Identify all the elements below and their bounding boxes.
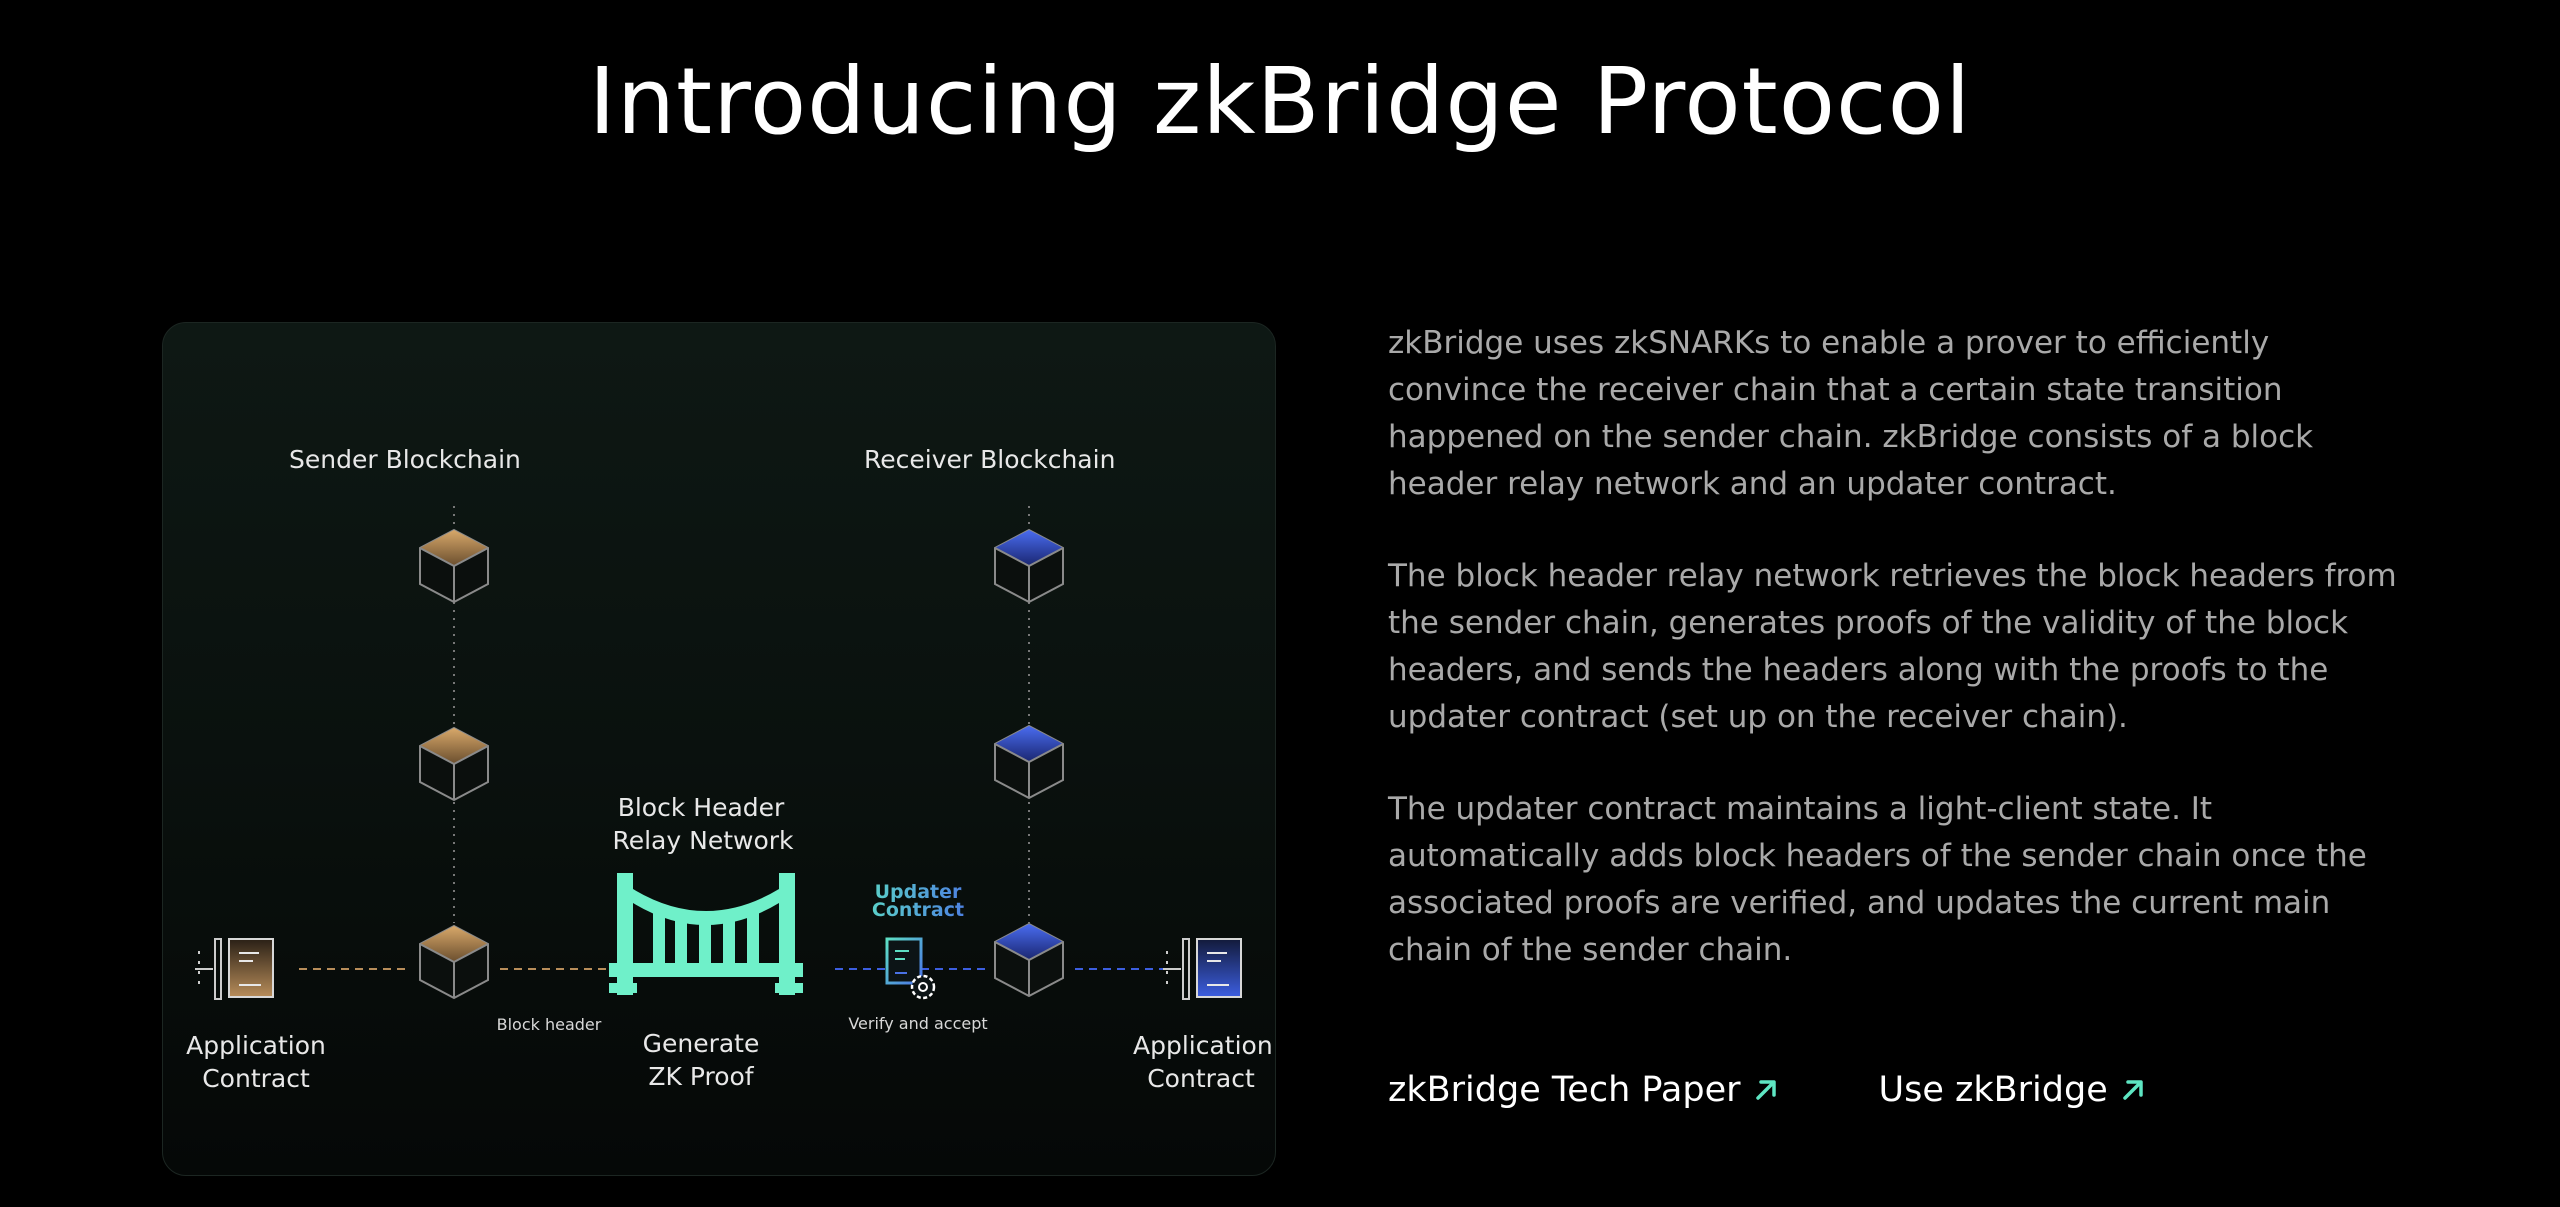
sender-block-cube-1: [419, 528, 489, 604]
relay-network-label-line1: Block Header: [617, 793, 785, 822]
receiver-block-cube-2: [994, 724, 1064, 800]
verify-accept-label: Verify and accept: [848, 1014, 988, 1033]
app-contract-left-label-line2: Contract: [202, 1064, 310, 1093]
arrow-up-right-icon: [2123, 1080, 2143, 1100]
description-paragraph-3: The updater contract maintains a light-c…: [1388, 791, 2367, 968]
tech-paper-link-label: zkBridge Tech Paper: [1388, 1070, 1741, 1110]
app-contract-right-icon: [1163, 938, 1242, 1000]
protocol-diagram: Sender Blockchain Receiver Blockchain Bl…: [162, 322, 1276, 1176]
sender-block-cube-3: [419, 924, 489, 1000]
updater-contract-icon: [885, 937, 936, 1000]
links-row: zkBridge Tech Paper Use zkBridge: [1388, 1070, 2146, 1110]
sender-block-cube-2: [419, 726, 489, 802]
tech-paper-link[interactable]: zkBridge Tech Paper: [1388, 1070, 1779, 1110]
generate-zk-proof-label-line2: ZK Proof: [648, 1062, 754, 1091]
updater-contract-label-line2: Contract: [853, 900, 983, 920]
receiver-block-cube-3: [994, 922, 1064, 998]
block-header-label: Block header: [496, 1015, 602, 1034]
receiver-block-cube-1: [994, 528, 1064, 604]
relay-network-label-line2: Relay Network: [612, 826, 794, 855]
description: zkBridge uses zkSNARKs to enable a prove…: [1388, 320, 2408, 1019]
updater-contract-label-line1: Updater: [853, 882, 983, 902]
description-paragraph-1: zkBridge uses zkSNARKs to enable a prove…: [1388, 325, 2314, 502]
description-paragraph-2: The block header relay network retrieves…: [1388, 558, 2397, 735]
sender-blockchain-label: Sender Blockchain: [289, 445, 521, 474]
page-title: Introducing zkBridge Protocol: [588, 48, 1972, 155]
app-contract-left-label-line1: Application: [186, 1031, 326, 1060]
app-contract-right-label-line2: Contract: [1147, 1064, 1255, 1093]
app-contract-left-icon: [195, 938, 274, 1000]
arrow-up-right-icon: [1755, 1080, 1776, 1100]
app-contract-right-label-line1: Application: [1133, 1031, 1273, 1060]
generate-zk-proof-label-line1: Generate: [642, 1029, 760, 1058]
receiver-blockchain-label: Receiver Blockchain: [864, 445, 1116, 474]
use-zkbridge-link[interactable]: Use zkBridge: [1879, 1070, 2146, 1110]
use-zkbridge-link-label: Use zkBridge: [1878, 1070, 2108, 1110]
diagram-graphics: [195, 506, 1242, 1000]
bridge-icon: [609, 873, 803, 995]
